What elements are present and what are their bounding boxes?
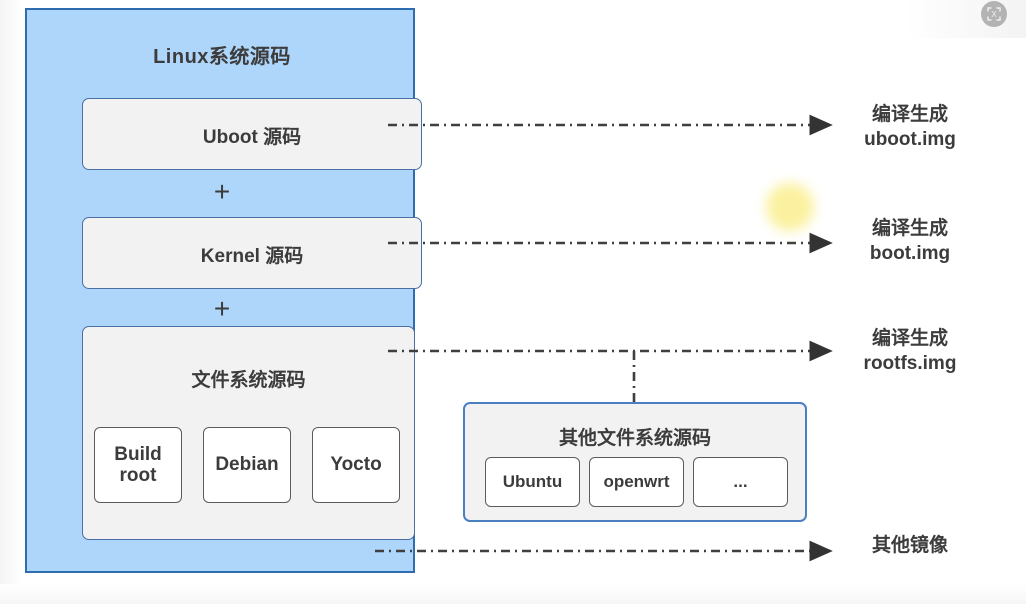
page-edge-left (0, 0, 22, 604)
output-label-boot-img: 编译生成 boot.img (869, 218, 951, 265)
uboot-source-label: Uboot 源码 (202, 127, 302, 148)
output-label-other-images: 其他镜像 (871, 535, 948, 556)
output-label-uboot-img: 编译生成 uboot.img (864, 104, 956, 151)
chip-ubuntu[interactable]: Ubuntu (485, 457, 580, 507)
fullscreen-frame-icon: X (987, 7, 1001, 21)
chip-buildroot[interactable]: Build root (94, 427, 182, 503)
chip-more-options[interactable]: ... (693, 457, 788, 507)
plus-separator-2: + (213, 293, 231, 324)
chip-yocto[interactable]: Yocto (312, 427, 400, 503)
page-edge-bottom (0, 584, 1026, 604)
linux-source-panel: Linux系统源码 + + Uboot 源码 Kernel 源码 文件系统源码 … (25, 8, 422, 573)
other-filesystem-title: 其他文件系统源码 (558, 428, 711, 449)
plus-separator-1: + (213, 176, 231, 207)
kernel-source-box[interactable]: Kernel 源码 (82, 217, 422, 289)
fullscreen-badge-button[interactable]: X (981, 1, 1007, 27)
chip-debian[interactable]: Debian (203, 427, 291, 503)
chip-openwrt[interactable]: openwrt (589, 457, 684, 507)
svg-text:X: X (991, 10, 997, 19)
panel-title: Linux系统源码 (153, 46, 291, 68)
uboot-source-box[interactable]: Uboot 源码 (82, 98, 422, 170)
output-label-rootfs-img: 编译生成 rootfs.img (863, 328, 957, 375)
cursor-highlight (766, 183, 814, 231)
grouping-brace (963, 100, 997, 562)
filesystem-source-label: 文件系统源码 (191, 370, 306, 391)
page-edge-top-right (906, 0, 1026, 38)
kernel-source-label: Kernel 源码 (200, 246, 304, 267)
